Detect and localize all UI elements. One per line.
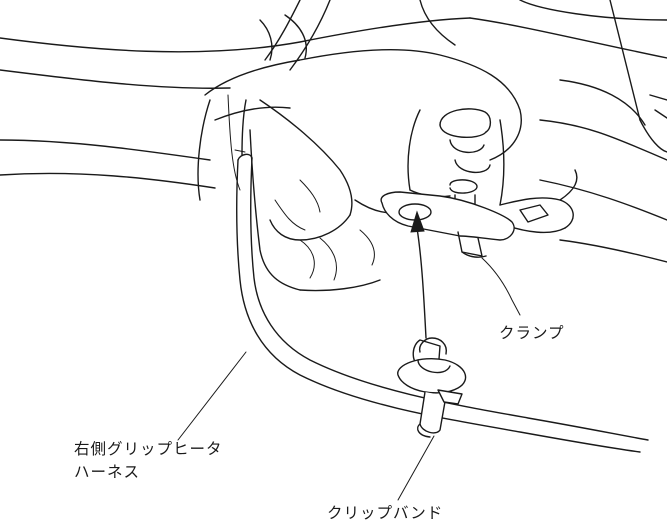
frame-body: [0, 0, 667, 263]
harness-label-line1: 右側グリップヒータ: [74, 440, 223, 458]
harness-label-line2: ハーネス: [74, 463, 141, 481]
clamp-bracket: [380, 191, 515, 258]
harness-cable: [236, 99, 649, 453]
clamp-label: クランプ: [499, 324, 565, 342]
clip-band-label: クリップバンド: [327, 504, 444, 522]
clip-band: [397, 337, 467, 438]
leader-lines: [177, 257, 521, 501]
insertion-arrow: [410, 210, 427, 339]
